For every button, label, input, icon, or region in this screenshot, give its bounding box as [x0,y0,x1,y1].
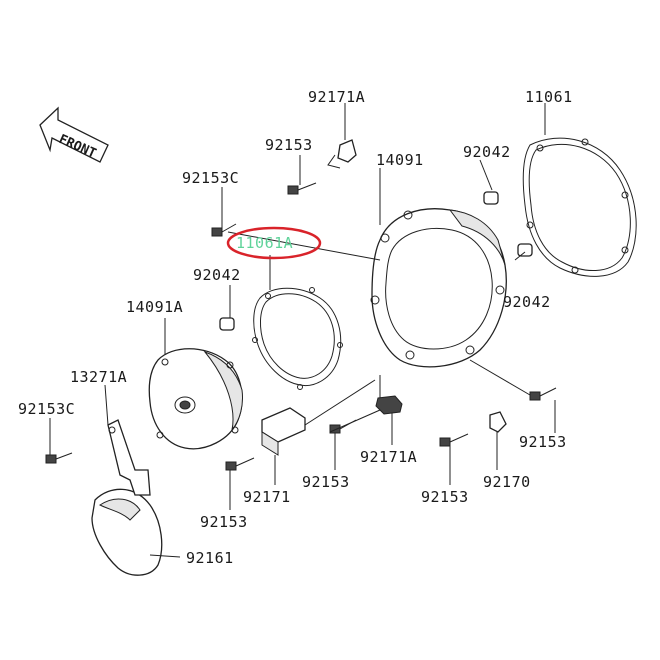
label-92171A-mid: 92171A [360,448,417,466]
bolt-92153C-top [211,223,237,237]
label-92042-top: 92042 [463,143,511,161]
label-92153C-top: 92153C [182,169,239,187]
clip-92170 [489,411,507,433]
label-92153-right: 92153 [519,433,567,451]
label-11061-top: 11061 [525,88,573,106]
label-13271A: 13271A [70,368,127,386]
label-92171: 92171 [243,488,291,506]
cover-14091A [148,348,243,450]
label-92153-mid: 92153 [302,473,350,491]
label-92170: 92170 [483,473,531,491]
dowel-92042-right [517,243,533,257]
bracket-13271A [107,419,151,496]
label-92153C-left: 92153C [18,400,75,418]
label-11061A-highlight: 11061A [236,234,293,252]
guard-92161 [91,488,163,576]
clamp-92171A-mid [375,395,403,415]
bolt-92153-top [287,182,317,195]
dowel-92042-top [483,191,499,205]
label-92042-right: 92042 [503,293,551,311]
clamp-92171 [261,407,306,456]
label-14091: 14091 [376,151,424,169]
label-92171A-top: 92171A [308,88,365,106]
label-92153-bot2: 92153 [200,513,248,531]
gasket-11061A [252,287,343,390]
bolt-92153-bot2 [225,457,255,471]
label-14091A: 14091A [126,298,183,316]
clamp-92171A-top [327,139,357,169]
leader-lines [49,103,556,558]
label-92042-left: 92042 [193,266,241,284]
gasket-11061 [522,137,637,277]
bolt-92153C-left [45,452,73,464]
label-92153-bot: 92153 [421,488,469,506]
cover-14091 [370,208,507,368]
front-arrow: FRONT [39,106,109,163]
label-92153-top: 92153 [265,136,313,154]
bolt-92153-bot [439,433,469,447]
label-92161: 92161 [186,549,234,567]
dowel-92042-left [219,317,235,331]
bolt-92153-right [529,387,557,401]
highlight-ring [226,226,322,260]
